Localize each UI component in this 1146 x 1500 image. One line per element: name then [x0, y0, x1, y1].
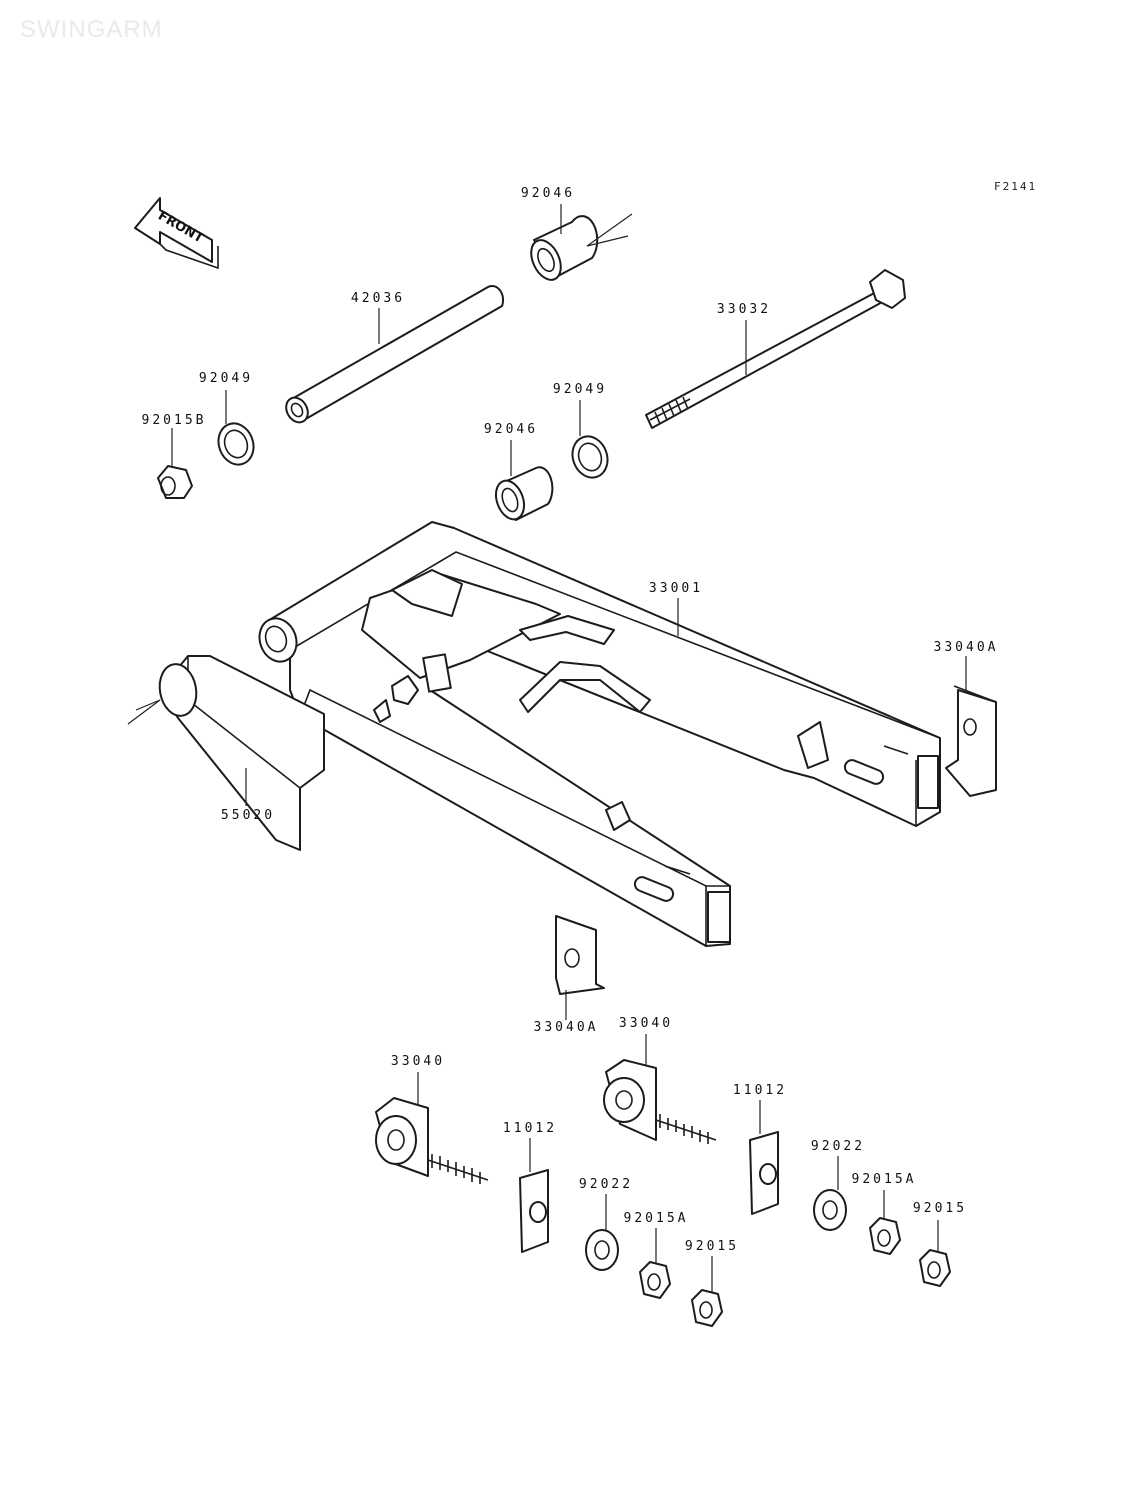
- washer-left-icon: [585, 1229, 619, 1271]
- leader-lines: [171, 204, 967, 1292]
- part-label-92022-right: 92022: [810, 1139, 866, 1154]
- part-label-55020: 55020: [220, 808, 276, 823]
- swingarm-icon: [258, 521, 941, 947]
- part-label-92015a-right: 92015A: [851, 1172, 917, 1187]
- part-label-92022-left: 92022: [578, 1177, 634, 1192]
- part-label-33040-left: 33040: [390, 1054, 446, 1069]
- chain-guard-icon: [127, 655, 325, 851]
- part-label-11012-right: 11012: [732, 1083, 788, 1098]
- part-label-33032: 33032: [716, 302, 772, 317]
- watermark-text: SWINGARM: [20, 16, 163, 43]
- part-label-11012-left: 11012: [502, 1121, 558, 1136]
- block-left-icon: [519, 1169, 549, 1253]
- sleeve-icon: [285, 285, 505, 424]
- part-label-92049-left: 92049: [198, 371, 254, 386]
- locknut-left-icon: [639, 1261, 671, 1299]
- part-label-33040-right: 33040: [618, 1016, 674, 1031]
- chain-adjuster-right-icon: [603, 1059, 717, 1144]
- pivot-shaft-icon: [645, 269, 906, 429]
- nut-left-icon: [691, 1289, 723, 1327]
- part-label-92015a-left: 92015A: [623, 1211, 689, 1226]
- part-label-33001: 33001: [648, 581, 704, 596]
- chain-adjuster-left-icon: [375, 1097, 489, 1184]
- figure-code: F2141: [994, 180, 1038, 193]
- part-label-92015-right: 92015: [912, 1201, 968, 1216]
- pivot-nut-icon: [157, 465, 193, 499]
- adjuster-plate-left-icon: [555, 915, 605, 995]
- bearing-lower-icon: [494, 466, 554, 521]
- part-label-33040a-left: 33040A: [533, 1020, 599, 1035]
- part-label-92046-upper: 92046: [520, 186, 576, 201]
- part-label-92046-lower: 92046: [483, 422, 539, 437]
- part-label-92015b: 92015B: [141, 413, 207, 428]
- block-right-icon: [749, 1131, 779, 1215]
- part-label-92049-right: 92049: [552, 382, 608, 397]
- locknut-right-icon: [869, 1217, 901, 1255]
- front-arrow-icon: FRONT: [134, 197, 219, 270]
- part-label-33040a-right: 33040A: [933, 640, 999, 655]
- oil-seal-left-icon: [217, 422, 255, 466]
- nut-right-icon: [919, 1249, 951, 1287]
- oil-seal-right-icon: [571, 435, 609, 479]
- part-label-42036: 42036: [350, 291, 406, 306]
- bearing-upper-icon: [530, 213, 633, 281]
- part-label-92015-left: 92015: [684, 1239, 740, 1254]
- washer-right-icon: [813, 1189, 847, 1231]
- adjuster-plate-right-icon: [945, 685, 997, 797]
